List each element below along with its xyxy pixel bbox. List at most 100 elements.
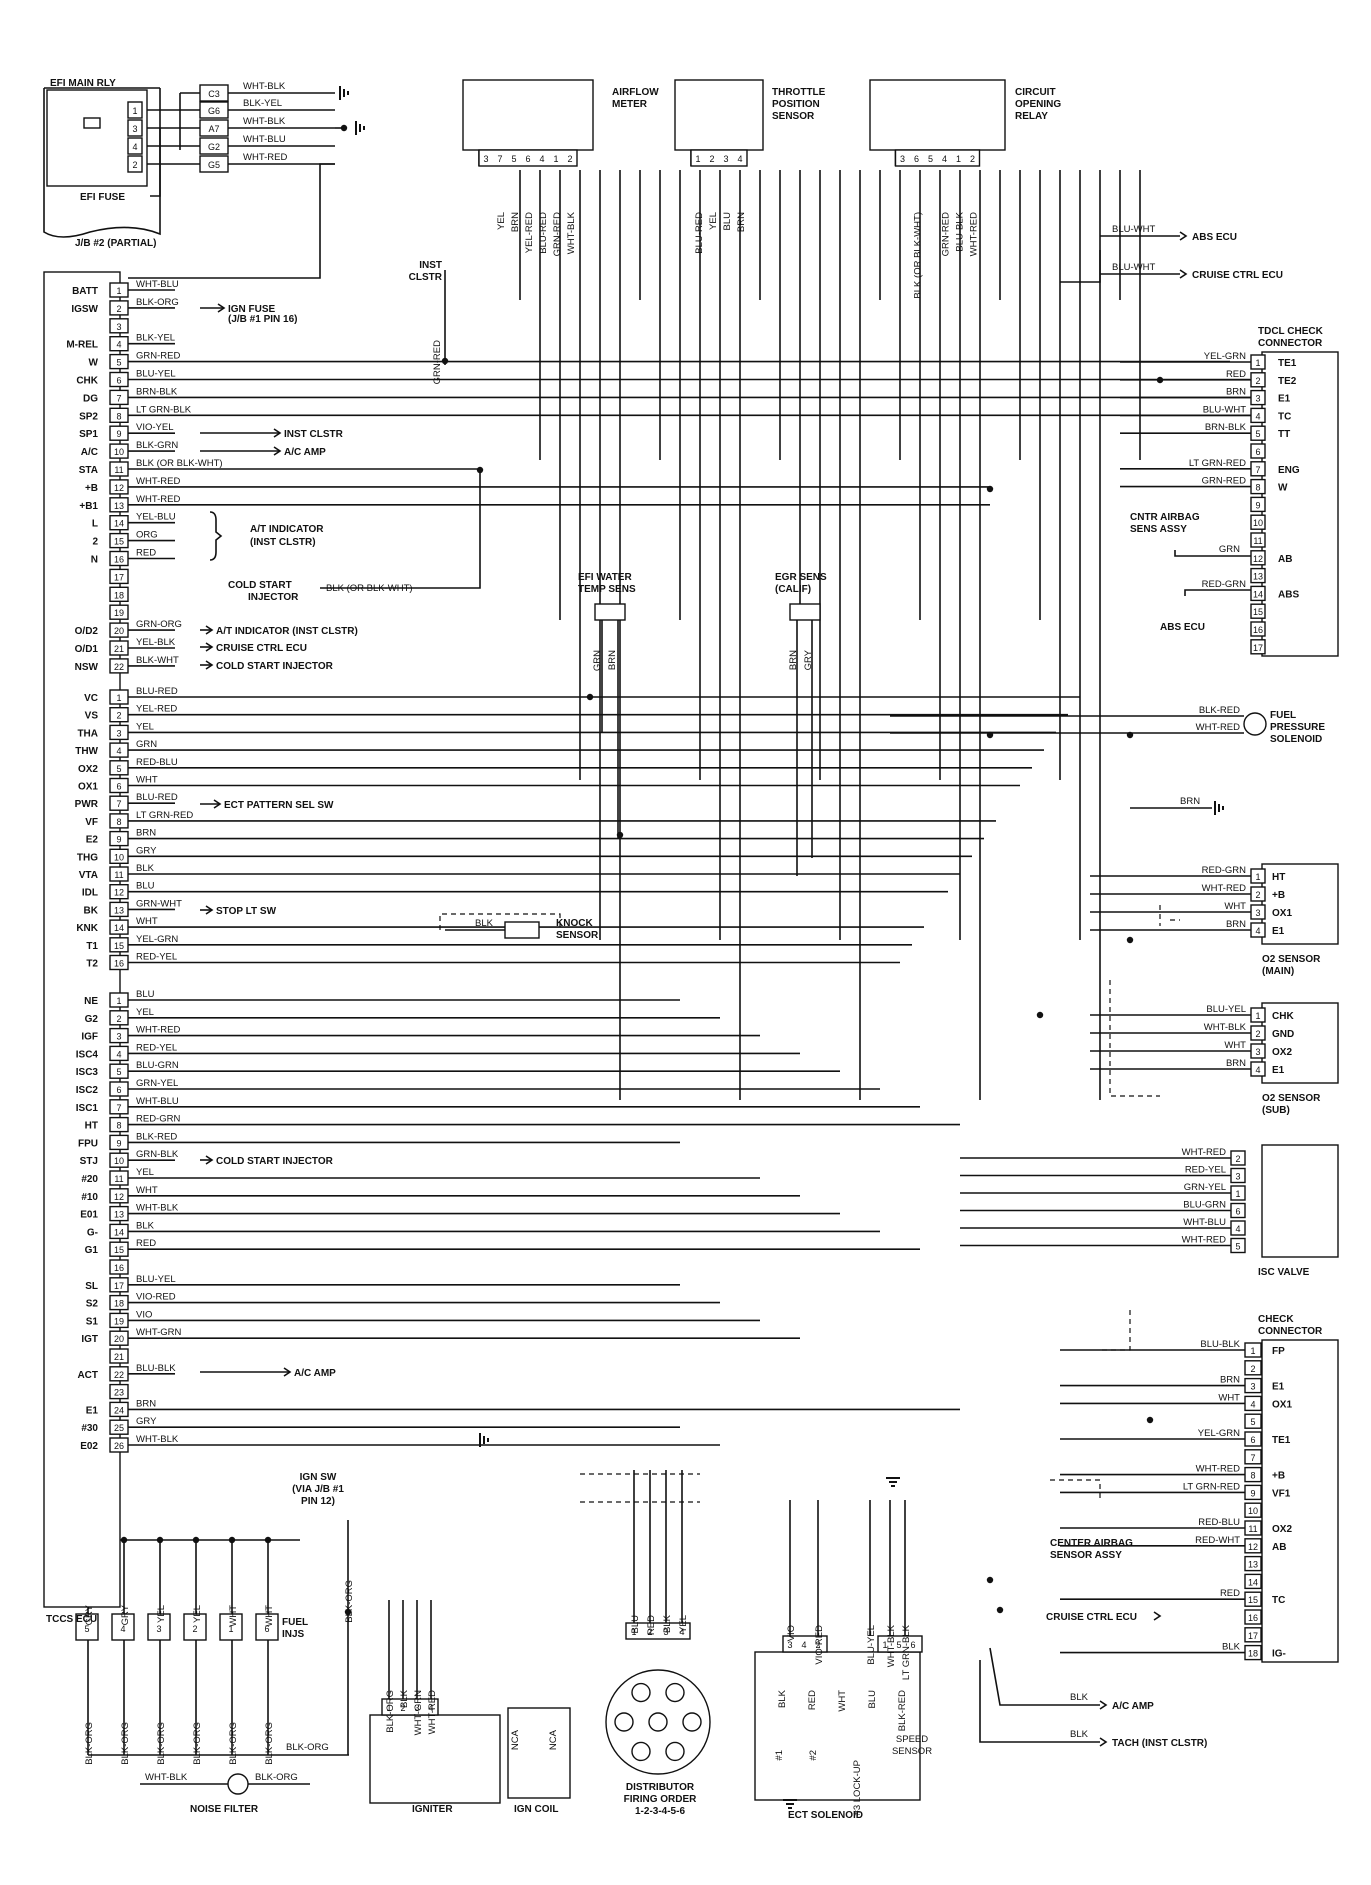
ground-icon — [886, 1477, 900, 1487]
tdcl-pin-box — [1250, 567, 1266, 584]
igniter-box — [369, 1714, 501, 1804]
distributor-pin-number: 3 — [663, 1627, 668, 1637]
ecu-pin-name: G- — [87, 1227, 98, 1238]
ecu-pin-name: BATT — [72, 286, 98, 297]
ecu-pin-name: O/D2 — [75, 626, 99, 637]
wire-color-label: WHT-BLU — [1183, 1217, 1226, 1228]
check-pin-number: 15 — [1248, 1595, 1258, 1605]
ecu-pin-box — [109, 318, 129, 334]
wire-color-label: LT GRN-RED — [1189, 458, 1246, 469]
ecu-pin-name: OX2 — [78, 764, 98, 775]
o2-shield — [1109, 980, 1160, 1097]
ecu-pin-number: 1 — [116, 996, 121, 1006]
ecu-pin-name: IGT — [81, 1334, 98, 1345]
wire-color-label: BRN-BLK — [1205, 422, 1247, 433]
wire-color-label: GRN-WHT — [136, 898, 182, 909]
check-pin-box — [1244, 1609, 1262, 1625]
wire-color-label: WHT-RED — [427, 1690, 438, 1734]
tdcl-pin-name: TE1 — [1278, 358, 1297, 369]
tdcl-pin-name: W — [1278, 483, 1288, 494]
tdcl-pin-number: 4 — [1255, 411, 1260, 421]
ecu-pin-box — [109, 1081, 129, 1097]
ecu-pin-number: 4 — [116, 746, 121, 756]
ecu-pin-name: STA — [79, 465, 98, 476]
check-pin-box — [1244, 1538, 1262, 1554]
wire-color-label: WHT-RED — [136, 1025, 180, 1036]
o2-pin-box — [1250, 922, 1266, 938]
tdcl-pin-box — [1250, 532, 1266, 548]
abs-bus-wire — [1060, 250, 1101, 283]
wire-color-label: WHT-RED — [1202, 883, 1246, 894]
o2-pin-number: 2 — [1255, 1029, 1260, 1039]
wire-color-label: WHT-GRN — [136, 1327, 182, 1338]
check-pin-number: 2 — [1250, 1364, 1255, 1374]
splice-dot — [996, 1606, 1004, 1614]
cntr-airbag-label: CNTR AIRBAG — [1130, 512, 1200, 523]
tach-out-label: TACH (INST CLSTR) — [1112, 1738, 1207, 1749]
destination-label: IGN FUSE — [228, 304, 276, 315]
ecu-pin-box — [109, 640, 129, 656]
wire-color-label: BLK-ORG — [136, 297, 179, 308]
wire-color-label: BLU-RED — [694, 212, 705, 254]
wire-color-label: WHT — [1224, 901, 1246, 912]
ecu-pin-name: E1 — [86, 1405, 99, 1416]
ecu-pin-name: E01 — [80, 1210, 98, 1221]
ecu-pin-number: 7 — [116, 799, 121, 809]
igniter-pin-number: 3 — [414, 1703, 419, 1713]
ecu-pin-box — [109, 1366, 129, 1382]
ecu-pin-name: DG — [83, 393, 98, 404]
sensor-connector — [478, 149, 578, 167]
wire-color-label: WHT — [136, 775, 158, 786]
injector-box — [111, 1613, 135, 1641]
wire-color-label: RED-GRN — [1202, 579, 1246, 590]
wire-color-label: YEL-RED — [136, 704, 177, 715]
wire-color-label: RED — [807, 1690, 818, 1710]
wire-color-label: YEL — [708, 212, 719, 230]
ecu-pin-number: 24 — [114, 1405, 124, 1415]
destination-label: CRUISE CTRL ECU — [216, 643, 307, 654]
tdcl-pin-number: 9 — [1255, 500, 1260, 510]
wire-color-label: BLK-WHT — [136, 655, 179, 666]
check-pin-number: 9 — [1250, 1488, 1255, 1498]
ecu-pin-box — [109, 550, 129, 567]
ecu-pin-number: 9 — [116, 835, 121, 845]
wire-color-label: BLK — [475, 918, 494, 929]
check-pin-box — [1244, 1484, 1262, 1501]
wire-color-label: RED-GRN — [1202, 865, 1246, 876]
check-pin-box — [1244, 1573, 1262, 1590]
ecu-pin-box — [109, 336, 129, 352]
wire-color-label: BLK — [1070, 1692, 1089, 1703]
wire-color-label: WHT-BLK — [136, 1203, 179, 1214]
ecu-pin-box — [109, 724, 129, 741]
check-shield — [1100, 1310, 1131, 1351]
wire-color-label: BLK (OR BLK-WHT) — [136, 458, 223, 469]
ecu-pin-name: E2 — [86, 835, 99, 846]
connector-pin-number: 6 — [914, 154, 919, 164]
knock-shield — [439, 913, 561, 930]
wire-color-label: VIO-YEL — [136, 422, 174, 433]
tdcl-pin-name: TT — [1278, 429, 1290, 440]
ecu-pin-box — [109, 353, 129, 370]
ecu-pin-name: ISC4 — [76, 1049, 99, 1060]
wire-color-label: VIO — [136, 1309, 152, 1320]
ecu-pin-box — [109, 937, 129, 953]
ecu-pin-box — [109, 515, 129, 531]
connector-pin-number: 6 — [525, 154, 530, 164]
distributor-terminal-icon — [665, 1741, 685, 1762]
ecu-pin-number: 26 — [114, 1441, 124, 1451]
ecu-pin-name: NSW — [75, 662, 99, 673]
ecu-pin-box — [109, 742, 129, 758]
destination-label: STOP LT SW — [216, 906, 277, 917]
sensor-connector — [690, 149, 748, 167]
tdcl-pin-number: 16 — [1253, 625, 1263, 635]
sensor-title: CIRCUIT — [1015, 87, 1056, 98]
tdcl-pin-number: 5 — [1255, 429, 1260, 439]
wire-color-label: GRY — [136, 845, 157, 856]
connector-arrow-icon — [1153, 1611, 1162, 1621]
ecu-pin-box — [109, 813, 129, 829]
wire-color-label: BLU-RED — [136, 792, 178, 803]
distributor-terminal-icon — [614, 1712, 634, 1732]
inst-clstr-label: INST — [419, 260, 442, 271]
check-pin-number: 12 — [1248, 1542, 1258, 1552]
igniter-pin-number: 1 — [386, 1703, 391, 1713]
